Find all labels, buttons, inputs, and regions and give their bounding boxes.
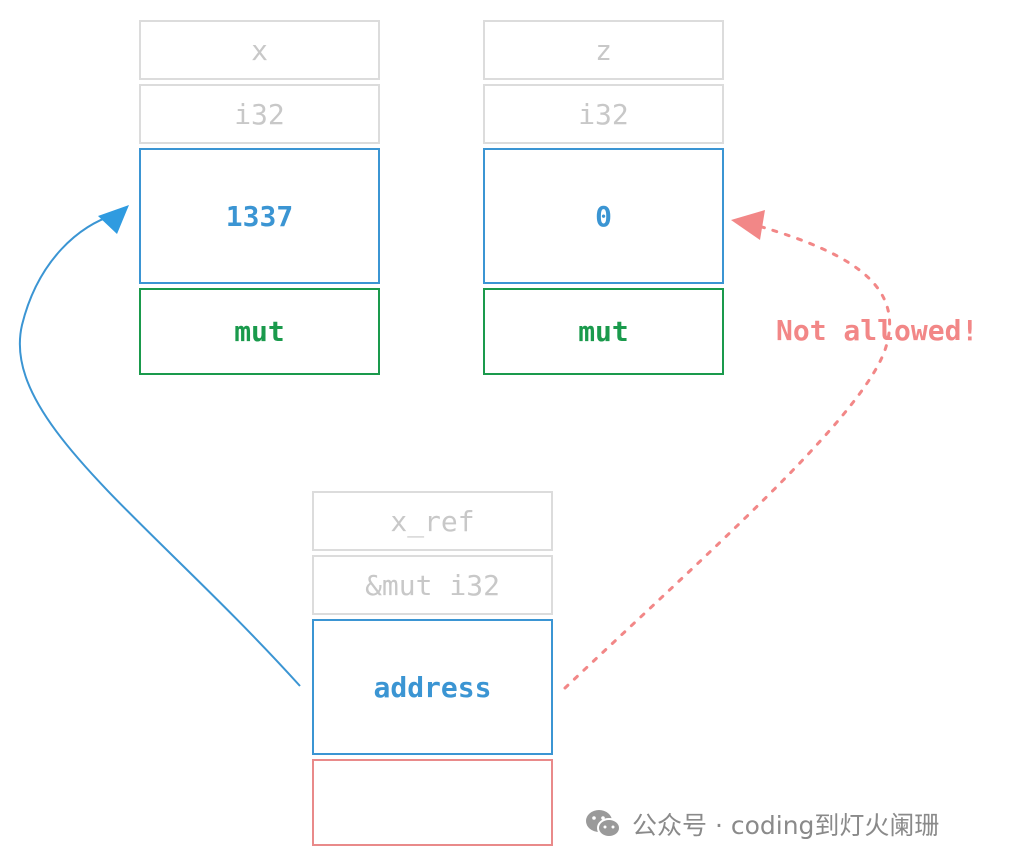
wechat-icon bbox=[586, 810, 621, 838]
var-x-value: 1337 bbox=[139, 148, 380, 284]
var-z-value: 0 bbox=[483, 148, 724, 284]
forbidden-arrowhead bbox=[731, 210, 765, 240]
ref-type: &mut i32 bbox=[312, 555, 553, 615]
var-x-name: x bbox=[139, 20, 380, 80]
var-x-mutability: mut bbox=[139, 288, 380, 375]
watermark: 公众号 · coding到灯火阑珊 bbox=[584, 806, 939, 842]
watermark-text: 公众号 · coding到灯火阑珊 bbox=[632, 811, 940, 840]
var-z-name: z bbox=[483, 20, 724, 80]
ref-mutability-empty bbox=[312, 759, 553, 846]
borrow-arrow bbox=[19, 214, 301, 687]
not-allowed-label: Not allowed! bbox=[776, 314, 979, 347]
ref-name: x_ref bbox=[312, 491, 553, 551]
forbidden-arrow bbox=[563, 223, 891, 690]
var-z-type: i32 bbox=[483, 84, 724, 144]
borrow-arrowhead bbox=[98, 205, 129, 234]
var-x-type: i32 bbox=[139, 84, 380, 144]
var-z-mutability: mut bbox=[483, 288, 724, 375]
ref-value: address bbox=[312, 619, 553, 755]
